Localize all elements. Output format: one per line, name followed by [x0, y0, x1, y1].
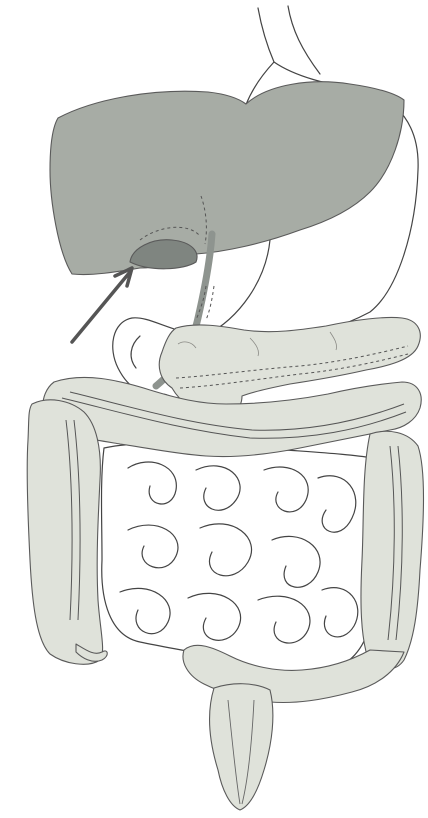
colon [27, 377, 423, 810]
liver [50, 82, 404, 275]
arrow-icon [72, 268, 132, 342]
small-intestine [102, 443, 376, 672]
esophagus [258, 6, 320, 74]
